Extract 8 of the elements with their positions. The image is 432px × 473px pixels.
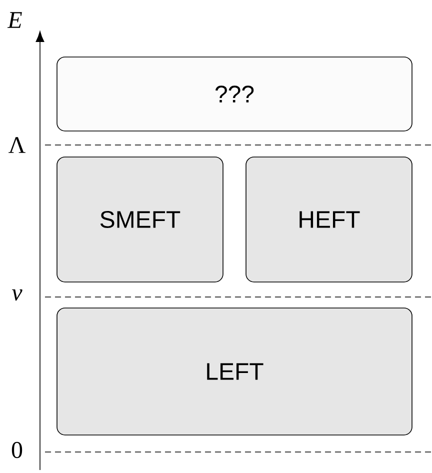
axis-label: 0	[12, 442, 22, 458]
axis-label: Λ	[8, 137, 26, 153]
theory-box: LEFT	[56, 308, 412, 436]
axis-label: E	[7, 12, 22, 28]
theory-box: SMEFT	[56, 156, 224, 282]
axis-label: v	[12, 289, 22, 301]
theory-box: ???	[56, 56, 412, 132]
theory-box: HEFT	[246, 156, 412, 282]
